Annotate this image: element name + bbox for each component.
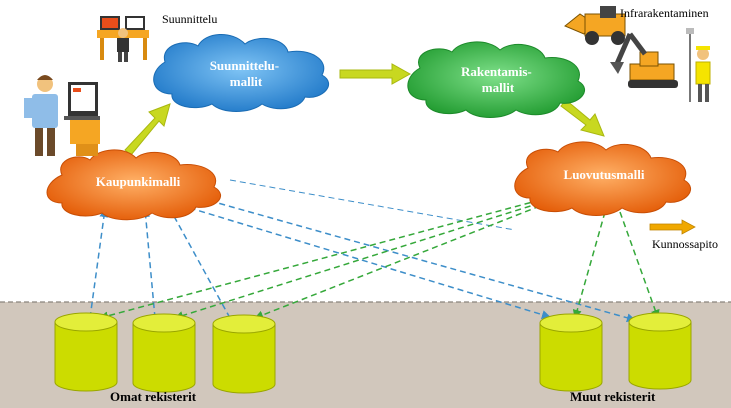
cloud-luovutusmalli bbox=[514, 141, 691, 216]
register-cylinder-1 bbox=[54, 312, 118, 392]
node-label-rakentamismallit: Rakentamis- mallit bbox=[461, 64, 535, 95]
label-kunnossapito: Kunnossapito bbox=[652, 237, 718, 251]
flow-arrow-suunnittelu-to-rakentamis bbox=[339, 63, 412, 85]
cloud-suunnittelumallit bbox=[153, 34, 329, 112]
register-cylinder-3 bbox=[212, 314, 276, 394]
node-label-kaupunkimalli: Kaupunkimalli bbox=[96, 174, 181, 189]
label-suunnittelu: Suunnittelu bbox=[162, 12, 217, 26]
node-label-suunnittelumallit: Suunnittelu- mallit bbox=[210, 58, 283, 89]
excavator-icon bbox=[564, 6, 678, 88]
register-cylinder-2 bbox=[132, 313, 196, 393]
kunnossapito-arrow bbox=[649, 219, 696, 235]
cloud-kaupunkimalli bbox=[46, 149, 221, 221]
label-muut-rekisterit: Muut rekisterit bbox=[570, 389, 656, 404]
label-infrarakentaminen: Infrarakentaminen bbox=[620, 6, 709, 20]
register-cylinder-4 bbox=[539, 313, 603, 392]
register-cylinder-5 bbox=[628, 312, 692, 390]
blue-dashed-connections bbox=[89, 179, 636, 323]
cloud-rakentamismallit bbox=[407, 41, 585, 118]
designer-at-desk-icon bbox=[97, 16, 149, 62]
label-omat-rekisterit: Omat rekisterit bbox=[110, 389, 197, 404]
person-with-laptop-icon bbox=[24, 75, 100, 156]
node-label-luovutusmalli: Luovutusmalli bbox=[564, 167, 645, 182]
surveyor-worker-icon bbox=[686, 28, 711, 102]
ground-area bbox=[0, 301, 731, 408]
flow-arrow-rakentamis-to-luovutus bbox=[560, 99, 605, 137]
flow-arrow-kaupunki-to-suunnittelu bbox=[124, 103, 171, 156]
green-dashed-connections bbox=[99, 199, 660, 321]
